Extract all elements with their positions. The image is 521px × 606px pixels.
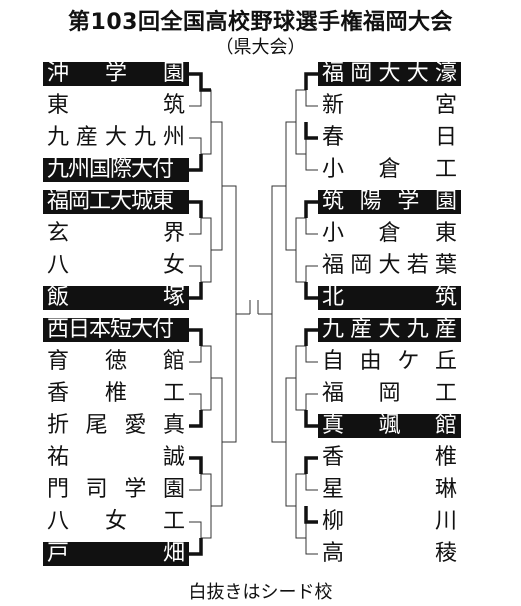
left-r2-line: [201, 217, 212, 283]
left-r1-line: [189, 201, 202, 235]
bracket-title: 第103回全国高校野球選手権福岡大会: [68, 10, 453, 35]
winner-line: [189, 154, 203, 172]
right-r1-line: [305, 393, 318, 427]
left-r2-line: [201, 89, 212, 155]
right-r1-line: [305, 137, 318, 171]
left-r2-line: [201, 473, 212, 539]
right-r1-line: [305, 201, 318, 235]
left-sf-line: [222, 185, 237, 443]
right-r2-line: [295, 217, 306, 283]
left-team-5: 福岡工大城東: [43, 190, 189, 214]
left-team-13: 祐誠: [47, 445, 185, 470]
left-r1-line: [189, 521, 202, 555]
right-team-13: 香椎: [322, 445, 457, 470]
left-r1-line: [189, 393, 202, 427]
left-team-10: 育徳館: [47, 349, 185, 374]
left-team-14: 門司学園: [47, 477, 185, 502]
winner-line: [304, 200, 318, 218]
right-team-11: 福岡工: [322, 381, 457, 406]
right-r1-line: [305, 457, 318, 491]
left-team-11: 香椎工: [47, 381, 185, 406]
winner-line: [304, 122, 318, 140]
winner-line: [304, 72, 318, 90]
right-sf-line: [271, 185, 286, 443]
right-team-8: 北筑: [318, 286, 461, 310]
right-team-16: 高稜: [322, 541, 457, 566]
left-team-16: 戸畑: [43, 542, 189, 566]
left-team-3: 九産大九州: [47, 125, 185, 150]
right-team-1: 福岡大大濠: [318, 62, 461, 86]
right-team-3: 春日: [322, 125, 457, 150]
left-r3-line: [211, 377, 223, 507]
left-r1-line: [189, 137, 202, 171]
winner-line: [189, 456, 203, 474]
right-r1-line: [305, 329, 318, 363]
left-r1-line: [189, 457, 202, 491]
winner-line: [189, 538, 203, 556]
left-r1-line: [189, 73, 202, 107]
winner-line: [304, 282, 318, 300]
left-r2-line: [201, 345, 212, 411]
winner-line: [304, 456, 318, 474]
right-team-2: 新宮: [322, 93, 457, 118]
left-team-12: 折尾愛真: [47, 413, 185, 438]
right-team-15: 柳川: [322, 509, 457, 534]
left-team-8: 飯塚: [43, 286, 189, 310]
winner-line: [189, 72, 211, 92]
seed-note: 白抜きはシード校: [188, 582, 333, 603]
right-team-9: 九産大九産: [318, 318, 461, 342]
left-r1-line: [189, 265, 202, 299]
bracket-subtitle: （県大会）: [215, 37, 306, 58]
right-team-4: 小倉工: [322, 157, 457, 182]
winner-line: [304, 328, 318, 346]
winner-line: [189, 410, 203, 428]
left-team-2: 東筑: [47, 93, 185, 118]
right-team-7: 福岡大若葉: [322, 253, 457, 278]
left-team-1: 沖学園: [43, 62, 189, 86]
winner-line: [304, 410, 318, 428]
right-team-10: 自由ケ丘: [322, 349, 457, 374]
right-team-6: 小倉東: [322, 221, 457, 246]
right-team-12: 真颯館: [318, 414, 461, 438]
right-r2-line: [295, 345, 306, 411]
left-team-9: 西日本短大付: [43, 318, 189, 342]
right-r1-line: [305, 265, 318, 299]
winner-line: [189, 282, 203, 300]
winner-line: [304, 506, 318, 524]
right-r1-line: [305, 73, 318, 107]
right-r1-line: [305, 521, 318, 555]
right-team-5: 筑陽学園: [318, 190, 461, 214]
left-team-4: 九州国際大付: [43, 158, 189, 182]
right-r3-line: [285, 121, 296, 251]
winner-line: [189, 200, 203, 218]
left-team-7: 八女: [47, 253, 185, 278]
right-r3-line: [285, 377, 296, 507]
left-r1-line: [189, 329, 202, 363]
right-team-14: 星琳: [322, 477, 457, 502]
left-team-6: 玄界: [47, 221, 185, 246]
left-team-15: 八女工: [47, 509, 185, 534]
left-r3-line: [211, 121, 223, 251]
final-line: [236, 300, 272, 315]
winner-line: [189, 328, 203, 346]
